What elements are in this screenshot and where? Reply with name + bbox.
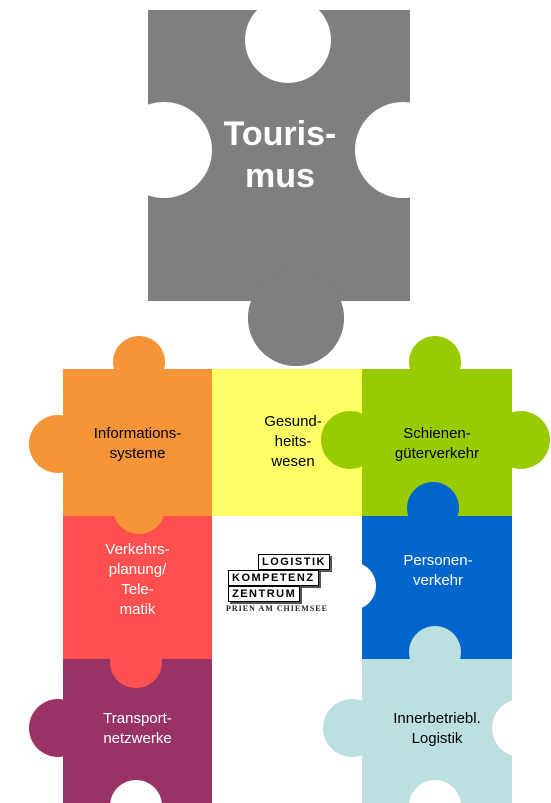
tourismus-label-line1: Touris- [223, 115, 337, 153]
verkehrsplanung-label-line1: Verkehrs- [105, 541, 170, 558]
tourismus-label-line2: mus [245, 157, 315, 195]
logistik-kompetenz-zentrum-logo: LOGISTIK KOMPETENZ ZENTRUM PRIEN AM CHIE… [222, 554, 362, 616]
verkehrsplanung-label: Verkehrs- planung/ Tele- matik [75, 540, 200, 620]
puzzle-piece-schienengueterverkehr [321, 336, 550, 516]
innerbetriebliche-logistik-label-line1: Innerbetriebl. [393, 710, 481, 727]
puzzle-piece-innerbetriebliche-logistik [323, 626, 550, 803]
logo-row-logistik: LOGISTIK [258, 554, 330, 570]
verkehrsplanung-label-line4: matik [119, 601, 156, 618]
gesundheitswesen-label-line1: Gesund- [264, 413, 322, 430]
personenverkehr-knob-top [407, 482, 459, 534]
tourismus-knob [248, 270, 344, 366]
personenverkehr-label-line2: verkehr [412, 572, 464, 589]
personenverkehr-label-line1: Personen- [403, 552, 473, 569]
verkehrsplanung-label-line3: Tele- [121, 581, 154, 598]
logo-row-kompetenz: KOMPETENZ [228, 570, 319, 586]
tourismus-label: Touris- mus [215, 113, 345, 197]
logo-row-zentrum: ZENTRUM [228, 586, 301, 602]
gesundheitswesen-label: Gesund- heits- wesen [238, 412, 348, 472]
puzzle-piece-verkehrsplanung [63, 516, 212, 659]
puzzle-piece-transportnetzwerke [29, 636, 212, 803]
schienengueterverkehr-label-line2: güterverkehr [394, 445, 480, 462]
transportnetzwerke-label-line1: Transport- [103, 710, 172, 727]
transportnetzwerke-label: Transport- netzwerke [75, 709, 200, 749]
personenverkehr-label: Personen- verkehr [378, 551, 498, 591]
informationssysteme-knob-bottom [113, 482, 165, 534]
gesundheitswesen-label-line3: wesen [271, 453, 315, 470]
informationssysteme-label-line1: Informations- [93, 425, 182, 442]
informationssysteme-label-line2: systeme [109, 445, 166, 462]
verkehrsplanung-label-line2: planung/ [108, 561, 167, 578]
informationssysteme-label: Informations- systeme [70, 424, 205, 464]
innerbetriebliche-logistik-label: Innerbetriebl. Logistik [372, 709, 502, 749]
gesundheitswesen-label-line2: heits- [274, 433, 312, 450]
puzzle-piece-informationssysteme [29, 336, 212, 516]
logo-subtitle: PRIEN AM CHIEMSEE [226, 604, 328, 613]
innerbetriebliche-logistik-label-line2: Logistik [411, 730, 463, 747]
schienengueterverkehr-label: Schienen- güterverkehr [372, 424, 502, 464]
transportnetzwerke-label-line2: netzwerke [103, 730, 172, 747]
schienengueterverkehr-label-line1: Schienen- [403, 425, 471, 442]
